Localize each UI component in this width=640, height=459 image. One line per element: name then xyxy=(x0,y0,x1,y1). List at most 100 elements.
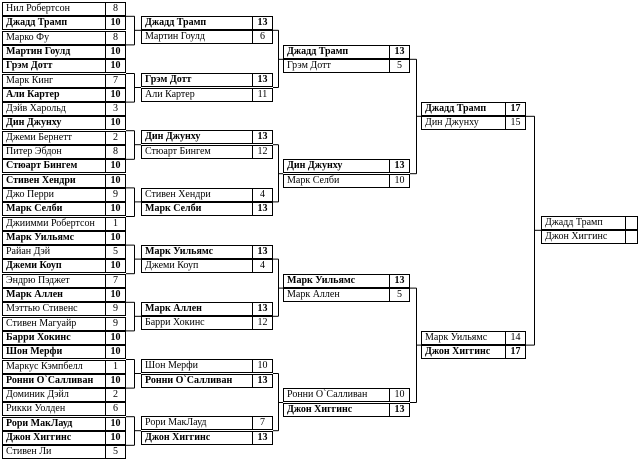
bracket-entry: Джон Хиггинс 10 xyxy=(2,431,126,445)
player-score: 10 xyxy=(105,231,125,244)
player-score: 13 xyxy=(389,403,409,416)
player-name: Марк Аллен xyxy=(287,289,340,301)
player-name: Марк Кинг xyxy=(6,74,54,86)
player-score: 10 xyxy=(105,374,125,387)
bracket-entry: Джон Хиггинс xyxy=(541,230,638,245)
player-name: Грэм Дотт xyxy=(6,60,53,72)
player-score: 10 xyxy=(389,389,409,402)
player-name: Джо Перри xyxy=(6,188,54,200)
player-score: 5 xyxy=(105,246,125,259)
player-score: 13 xyxy=(252,131,272,144)
player-name: Ронни О`Салливан xyxy=(145,374,233,386)
player-score: 10 xyxy=(105,45,125,58)
player-score: 13 xyxy=(252,303,272,315)
player-score: 10 xyxy=(105,88,125,101)
player-name: Стивен Ли xyxy=(6,446,52,458)
bracket-entry: Джон Хиггинс 13 xyxy=(283,402,410,417)
player-name: Ронни О`Салливан xyxy=(6,374,94,386)
player-score: 14 xyxy=(505,331,525,344)
player-score: 5 xyxy=(389,60,409,73)
player-score: 6 xyxy=(105,403,125,416)
player-score: 13 xyxy=(389,46,409,58)
player-score: 8 xyxy=(105,146,125,158)
player-name: Стюарт Бингем xyxy=(145,145,211,157)
player-score xyxy=(625,231,637,244)
player-name: Джеми Бернетт xyxy=(6,131,72,143)
player-score: 9 xyxy=(105,303,125,316)
bracket-entry: Райан Дэй 5 xyxy=(2,245,126,260)
player-name: Али Картер xyxy=(145,88,195,100)
player-score: 13 xyxy=(252,431,272,444)
player-name: Рикки Уолден xyxy=(6,403,66,415)
player-name: Барри Хокинс xyxy=(145,317,205,329)
bracket-entry: Джеми Коуп 10 xyxy=(2,259,126,274)
player-name: Дин Джунху xyxy=(6,117,62,129)
player-score: 10 xyxy=(105,289,125,301)
player-score: 5 xyxy=(389,289,409,302)
player-name: Джон Хиггинс xyxy=(287,403,353,415)
bracket-entry: Мартин Гоулд 10 xyxy=(2,44,126,59)
player-score: 12 xyxy=(252,145,272,158)
player-name: Мартин Гоулд xyxy=(6,45,71,57)
player-score: 8 xyxy=(105,3,125,15)
player-name: Мэттью Стивенс xyxy=(6,303,78,315)
player-name: Эндрю Пэджет xyxy=(6,274,70,286)
player-score: 10 xyxy=(105,117,125,130)
player-score: 13 xyxy=(389,160,409,173)
player-score: 1 xyxy=(105,217,125,230)
player-score: 7 xyxy=(105,74,125,87)
player-name: Марко Фу xyxy=(6,31,50,43)
player-name: Джон Хиггинс xyxy=(6,432,72,443)
player-name: Доминик Дэйл xyxy=(6,389,69,401)
player-score: 10 xyxy=(105,432,125,444)
player-name: Райан Дэй xyxy=(6,246,51,258)
bracket-entry: Марк Кинг 7 xyxy=(2,73,126,88)
player-score: 10 xyxy=(105,346,125,359)
player-name: Марк Уильямс xyxy=(287,274,356,286)
player-score: 5 xyxy=(105,446,125,459)
player-score: 12 xyxy=(252,317,272,330)
player-score: 10 xyxy=(105,260,125,273)
player-name: Шон Мерфи xyxy=(6,346,63,358)
bracket-entry: Джадд Трамп xyxy=(541,216,638,230)
player-score: 9 xyxy=(105,317,125,330)
player-name: Маркус Кэмпбелл xyxy=(6,360,83,372)
player-name: Стивен Хендри xyxy=(6,174,76,186)
player-score: 13 xyxy=(252,245,272,258)
player-score: 15 xyxy=(505,117,525,130)
player-name: Стивен Хендри xyxy=(145,188,211,200)
player-name: Джеми Коуп xyxy=(6,260,62,272)
bracket-entry: Дин Джунху 10 xyxy=(2,116,126,131)
bracket-entry: Стюарт Бингем 12 xyxy=(141,144,273,159)
